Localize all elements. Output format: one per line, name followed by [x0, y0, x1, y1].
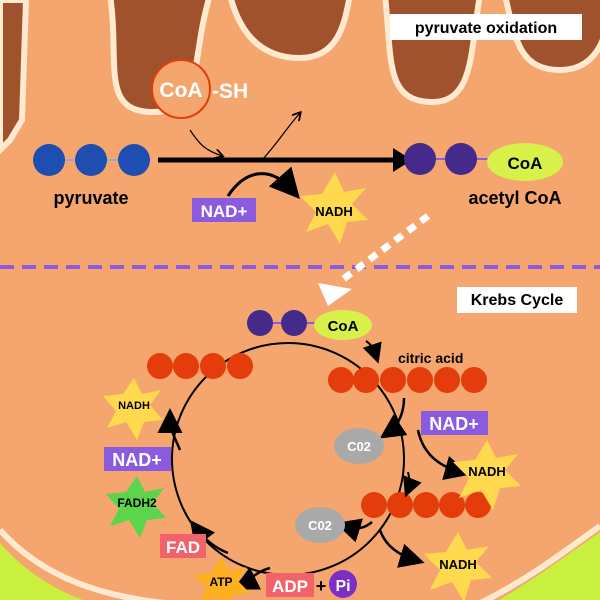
co2-release-arrow-2 — [335, 518, 373, 543]
krebs-cycle-title: Krebs Cycle — [457, 287, 577, 313]
fadh2-star: FADH2 — [106, 476, 166, 538]
nadh-star-krebs-1: NADH — [453, 440, 521, 510]
transfer-arrow — [335, 213, 431, 286]
atp-star: ATP — [193, 557, 250, 600]
nadh-star-krebs-2: NADH — [424, 532, 492, 600]
nadh-arrow-1 — [416, 429, 470, 480]
svg-text:-SH: -SH — [212, 80, 248, 103]
svg-text:Pi: Pi — [335, 578, 350, 595]
co2-bubble-2: C02 — [295, 507, 345, 543]
citric-acid-label: citric acid — [398, 350, 463, 366]
svg-text:NAD+: NAD+ — [112, 450, 162, 470]
cycle-arrow-1 — [362, 340, 382, 364]
svg-text:FADH2: FADH2 — [117, 496, 157, 510]
svg-text:CoA: CoA — [508, 154, 543, 173]
pi-badge: Pi — [329, 570, 357, 598]
acetyl-coa-label: acetyl CoA — [468, 188, 561, 208]
svg-text:ADP: ADP — [272, 577, 308, 596]
citric-acid-chain — [328, 367, 487, 393]
alpha-ketoglutarate-chain — [361, 492, 491, 518]
nad-plus-badge-krebs-2: NAD+ — [104, 447, 171, 471]
fad-badge: FAD — [160, 534, 206, 558]
coa-input-arrow — [189, 129, 222, 156]
nadh-arrow-2 — [378, 529, 425, 568]
adp-badge: ADP — [266, 573, 314, 597]
pyruvate-oxidation-title: pyruvate oxidation — [390, 14, 582, 40]
nadh-star: NADH — [300, 172, 368, 244]
bottom-left-green — [0, 542, 83, 600]
svg-text:C02: C02 — [308, 518, 332, 533]
svg-text:Krebs Cycle: Krebs Cycle — [471, 292, 564, 309]
nad-reduction-arrow — [226, 166, 300, 200]
svg-text:FAD: FAD — [166, 538, 200, 557]
co2-release-arrow-1 — [379, 397, 408, 439]
svg-text:NADH: NADH — [118, 400, 150, 412]
main-arrow-head — [393, 148, 412, 172]
svg-text:CoA: CoA — [328, 318, 359, 335]
bottom-right-green — [498, 532, 600, 600]
co2-output-arrow — [261, 113, 300, 161]
coa-sh-molecule: CoA -SH — [151, 59, 248, 119]
atp-arrow — [233, 566, 271, 590]
cycle-arrow-2 — [403, 471, 422, 498]
svg-text:NADH: NADH — [439, 557, 477, 572]
svg-text:NADH: NADH — [468, 464, 506, 479]
svg-text:C02: C02 — [347, 439, 371, 454]
nad-plus-badge-krebs-1: NAD+ — [421, 411, 488, 435]
svg-text:NAD+: NAD+ — [429, 414, 479, 434]
pyruvate-molecule — [33, 144, 150, 176]
oxaloacetate-chain — [147, 353, 253, 379]
svg-text:CoA: CoA — [159, 79, 202, 102]
krebs-acetyl-coa: CoA — [247, 310, 372, 340]
svg-text:ATP: ATP — [209, 575, 232, 589]
nadh-arrow-3 — [157, 408, 183, 451]
svg-text:pyruvate oxidation: pyruvate oxidation — [415, 20, 557, 37]
co2-bubble-1: C02 — [334, 428, 384, 464]
nad-plus-badge: NAD+ — [192, 198, 256, 222]
plus-sign: + — [316, 576, 327, 596]
nadh-star-krebs-3: NADH — [103, 378, 163, 440]
transfer-arrow-head — [318, 283, 352, 306]
svg-text:NADH: NADH — [315, 204, 353, 219]
pyruvate-label: pyruvate — [53, 188, 128, 208]
svg-text:NAD+: NAD+ — [201, 202, 248, 221]
fadh2-arrow — [189, 520, 229, 555]
acetyl-coa-molecule: CoA — [404, 143, 563, 181]
